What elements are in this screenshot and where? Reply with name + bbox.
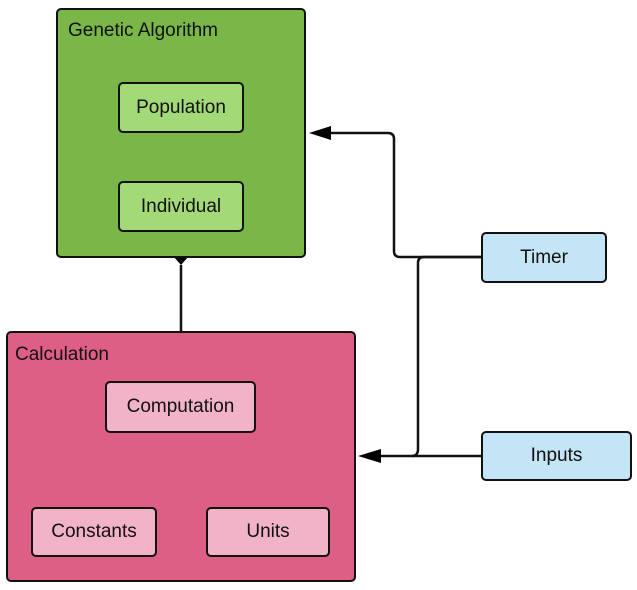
- individual-node[interactable]: Individual: [118, 181, 244, 232]
- timer-node[interactable]: Timer: [481, 232, 607, 283]
- computation-node[interactable]: Computation: [105, 381, 256, 433]
- inputs-node[interactable]: Inputs: [481, 431, 632, 481]
- arrowhead-genetic-algorithm: [309, 126, 331, 140]
- genetic-algorithm-title: Genetic Algorithm: [68, 20, 218, 41]
- edge-timer-genetic-algorithm: [330, 131, 482, 259]
- constants-node[interactable]: Constants: [31, 507, 157, 557]
- calculation-title: Calculation: [15, 344, 109, 365]
- units-node[interactable]: Units: [206, 507, 330, 557]
- arrowhead-calculation: [358, 449, 381, 463]
- edge-timer-calculation: [411, 255, 482, 458]
- population-node[interactable]: Population: [118, 82, 244, 133]
